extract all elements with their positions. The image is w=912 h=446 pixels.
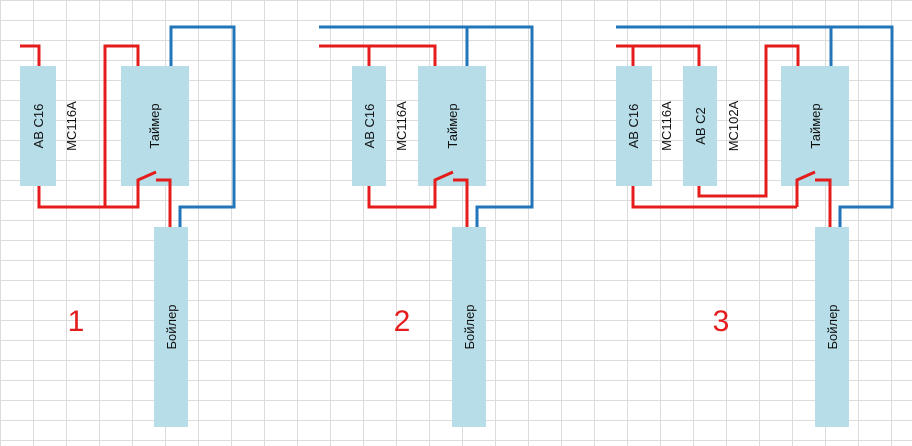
breaker-model-label-3: МС116А xyxy=(659,101,674,151)
boiler-label-3: Бойлер xyxy=(825,304,840,349)
phase-wire-3a xyxy=(616,44,701,66)
breaker-label-2: АВ С16 xyxy=(362,104,377,149)
breaker-model-label-1: МС116А xyxy=(64,101,79,151)
breaker-c16-3 xyxy=(616,66,652,186)
timer-1 xyxy=(121,66,189,186)
diagram-number-1: 1 xyxy=(68,305,85,338)
boiler-3 xyxy=(815,227,849,427)
breaker-label-3: АВ С16 xyxy=(626,104,641,149)
diagram-number-2: 2 xyxy=(394,305,411,338)
phase-wire-2c xyxy=(367,186,437,209)
boiler-2 xyxy=(452,227,486,427)
timer-contact-3 xyxy=(795,170,832,227)
diagram-1: АВ С16 МС116А Таймер Бойлер 1 xyxy=(20,25,236,427)
phase-wire-1b xyxy=(37,186,140,209)
boiler-label-1: Бойлер xyxy=(164,304,179,349)
diagram-3: АВ С16 МС116А АВ С2 МС102А Таймер Бойлер… xyxy=(616,25,894,427)
phase-wire-3d xyxy=(697,44,800,198)
neutral-wire-1 xyxy=(169,25,236,227)
phase-wire-3c xyxy=(631,186,797,209)
neutral-wire-2 xyxy=(319,25,534,227)
breaker2-model-label-3: МС102А xyxy=(726,100,741,151)
timer-2 xyxy=(418,66,486,186)
timer-label-3: Таймер xyxy=(808,103,823,148)
breaker-c16-1 xyxy=(20,66,56,186)
phase-wire-1a xyxy=(20,44,41,66)
breaker-model-label-2: МС116А xyxy=(394,101,409,151)
phase-wire-2a xyxy=(319,44,437,66)
timer-label-1: Таймер xyxy=(147,103,162,148)
boiler-1 xyxy=(154,227,188,427)
timer-label-2: Таймер xyxy=(445,103,460,148)
timer-3 xyxy=(781,66,849,186)
timer-contact-2 xyxy=(433,170,469,227)
neutral-wire-3 xyxy=(616,25,894,227)
boiler-label-2: Бойлер xyxy=(462,304,477,349)
breaker-c16-2 xyxy=(352,66,386,186)
diagram-number-3: 3 xyxy=(713,305,730,338)
breaker-label-1: АВ С16 xyxy=(31,104,46,149)
breaker-c2-3 xyxy=(683,66,717,186)
breaker2-label-3: АВ С2 xyxy=(693,107,708,145)
phase-wire-1c xyxy=(103,44,140,207)
diagram-2: АВ С16 МС116А Таймер Бойлер 2 xyxy=(319,25,534,427)
timer-contact-1 xyxy=(136,170,172,227)
